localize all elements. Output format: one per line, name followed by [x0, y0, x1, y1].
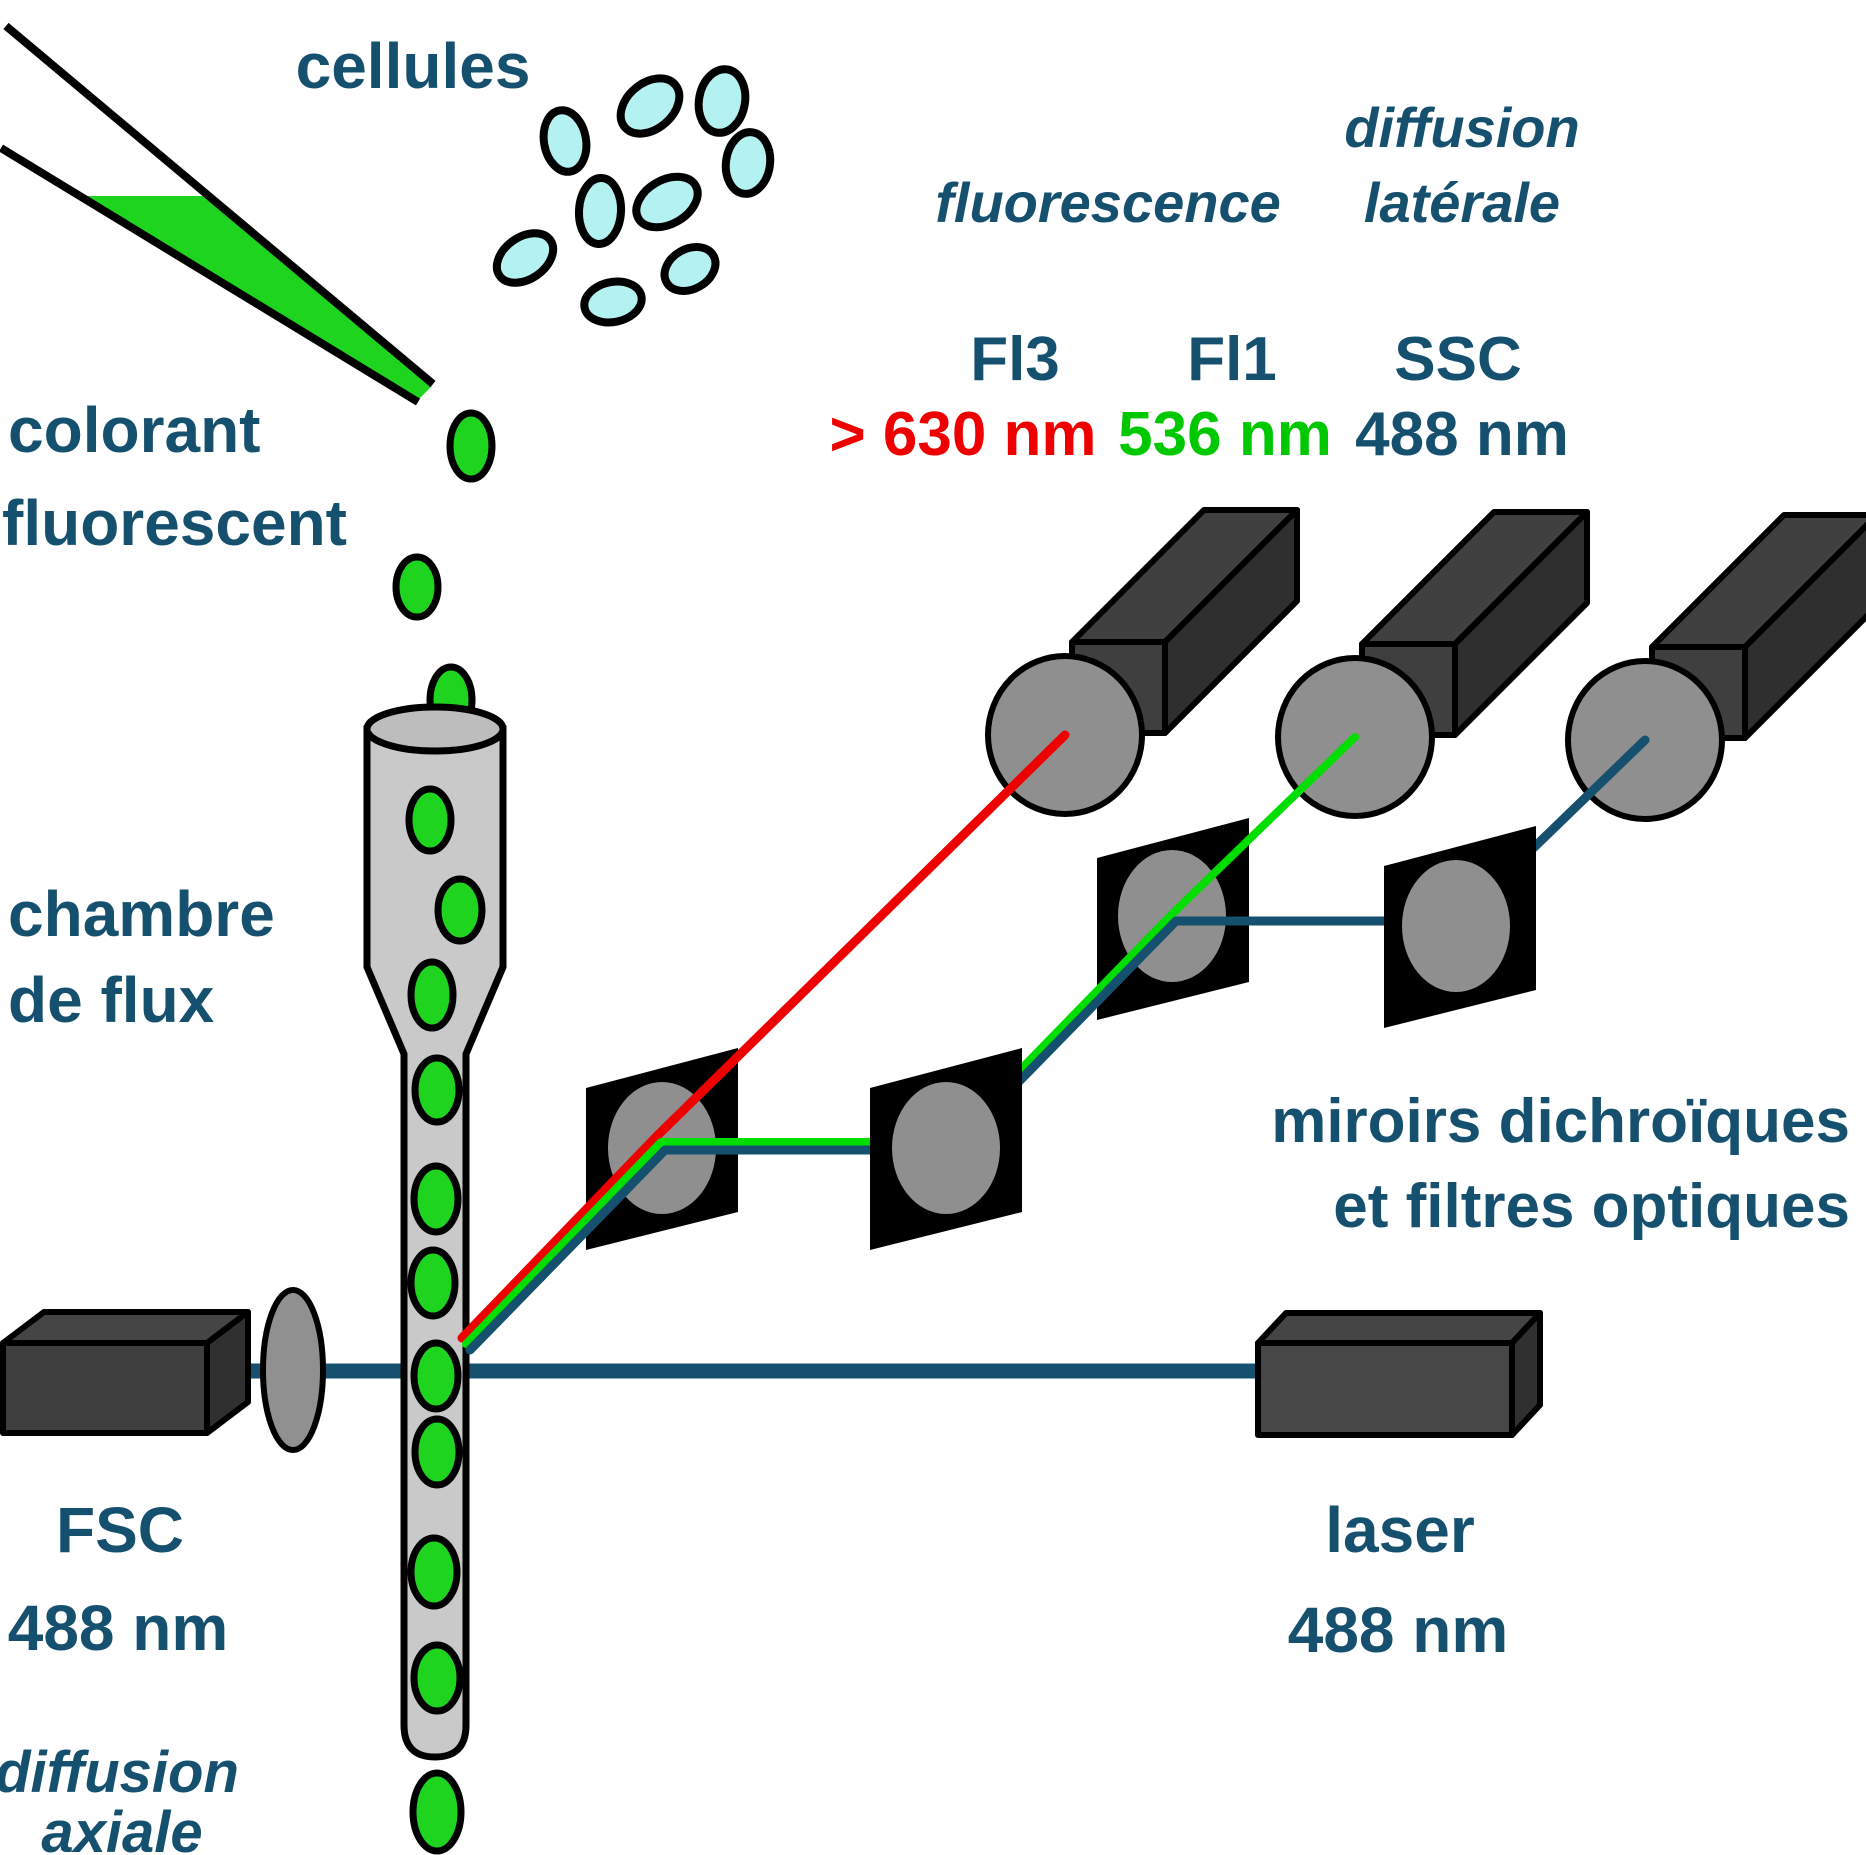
- cell: [410, 1641, 464, 1715]
- cell: [407, 1246, 459, 1320]
- label-axial-scatter-line2: axiale: [41, 1800, 202, 1855]
- label-mirrors-line1: miroirs dichroïques: [1271, 1087, 1850, 1156]
- cell: [660, 243, 720, 295]
- cell: [574, 174, 626, 248]
- cell: [411, 1054, 463, 1126]
- label-fsc: FSC: [56, 1494, 184, 1566]
- label-laser: laser: [1325, 1494, 1474, 1566]
- label-chamber-line2: de flux: [8, 964, 215, 1036]
- label-side-scatter-line1: diffusion: [1344, 96, 1579, 159]
- label-fl1-wavelength: 536 nm: [1118, 400, 1332, 469]
- droplet: [392, 553, 442, 621]
- label-fluorescence: fluorescence: [935, 171, 1281, 234]
- beam-red-fl3: [457, 730, 1070, 1343]
- flow-cell: [363, 703, 507, 1855]
- dichroic-mirror-2: [870, 1048, 1022, 1250]
- cell: [407, 958, 457, 1032]
- flow-cell-rim: [363, 703, 507, 755]
- fsc-detector-box: [0, 1309, 251, 1436]
- cell: [580, 277, 646, 327]
- label-ssc: SSC: [1394, 325, 1521, 394]
- cell: [539, 106, 591, 176]
- flow-cell-body: [363, 725, 507, 1761]
- cell: [410, 1162, 462, 1236]
- label-dye-line1: colorant: [8, 394, 260, 466]
- laser-box-front-face: [1255, 1340, 1515, 1438]
- label-side-scatter-line2: latérale: [1364, 171, 1560, 234]
- label-chamber-line1: chambre: [8, 878, 275, 950]
- cell: [411, 1415, 463, 1489]
- label-fsc-wavelength: 488 nm: [8, 1592, 229, 1664]
- dichroic-mirror-4: [1384, 826, 1536, 1028]
- cells-in-flow: [405, 785, 486, 1715]
- label-fl3-wavelength: > 630 nm: [829, 400, 1096, 469]
- pipette-wall-lower: [0, 144, 421, 406]
- droplet: [446, 409, 496, 483]
- cell-at-laser-interrogation: [410, 1339, 462, 1413]
- cell: [616, 74, 684, 138]
- label-fl1: Fl1: [1187, 325, 1277, 394]
- label-fl3: Fl3: [970, 325, 1060, 394]
- laser-box-top-face: [1255, 1310, 1543, 1346]
- cell: [407, 1534, 461, 1610]
- label-axial-scatter-line1: diffusion: [0, 1740, 239, 1805]
- label-laser-wavelength: 488 nm: [1288, 1594, 1509, 1666]
- label-mirrors-line2: et filtres optiques: [1333, 1172, 1850, 1241]
- cell: [434, 875, 486, 945]
- cell: [632, 172, 702, 232]
- cell-cluster: [492, 65, 775, 327]
- label-ssc-wavelength: 488 nm: [1355, 400, 1569, 469]
- fsc-box-front-face: [0, 1340, 210, 1436]
- cell: [405, 785, 455, 855]
- cell: [721, 128, 775, 198]
- mirror-window: [892, 1082, 1000, 1214]
- laser-box: [1255, 1310, 1543, 1438]
- label-cells: cellules: [296, 30, 531, 102]
- label-dye-line2: fluorescent: [2, 487, 347, 559]
- mirror-window: [1402, 860, 1510, 992]
- cell: [492, 229, 558, 287]
- droplet-exiting: [409, 1769, 465, 1855]
- pipette-wall-upper: [3, 22, 436, 388]
- cell: [694, 65, 750, 137]
- focusing-lens: [260, 1287, 326, 1453]
- pipette: [0, 22, 436, 406]
